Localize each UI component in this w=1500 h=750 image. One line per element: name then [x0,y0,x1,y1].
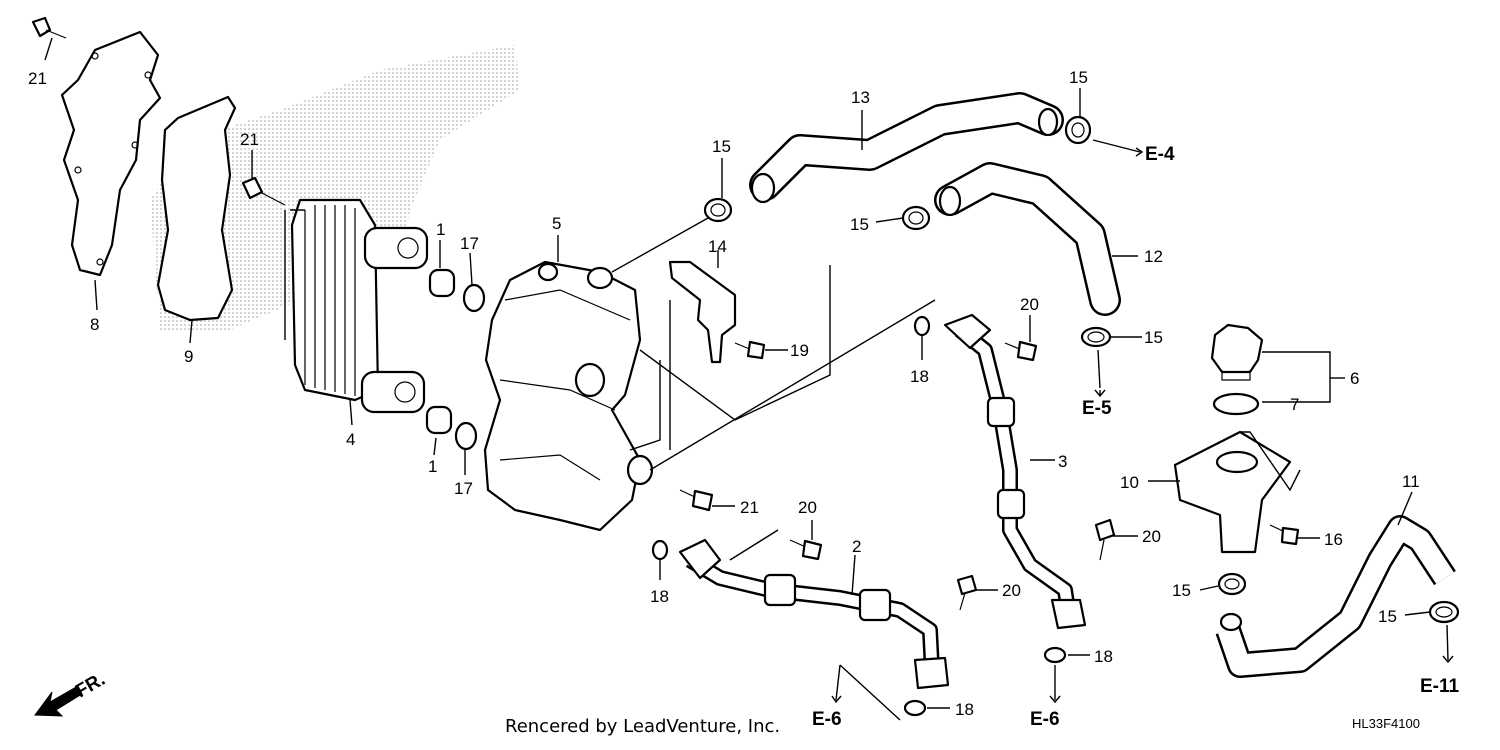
callout-21-b: 21 [240,130,259,149]
callout-12: 12 [1144,247,1163,266]
callout-17-a: 17 [460,234,479,253]
reference-arrows [831,147,1454,704]
ref-e6-right: E-6 [1030,709,1060,730]
bolt-21-cooler [241,176,286,206]
bolt-21-top [31,16,67,39]
sleeve-part-1-bottom [425,405,453,435]
bolt-20-a [1004,340,1038,362]
callout-15-b: 15 [1069,68,1088,87]
callout-15-c: 15 [850,215,869,234]
callout-14: 14 [708,237,727,256]
callout-6: 6 [1350,369,1359,388]
filler-cap-part-6 [1210,323,1264,381]
gasket-part [156,95,237,322]
callout-20-d: 20 [1142,527,1161,546]
pipe-part-3 [943,313,1087,630]
callout-20-c: 20 [1002,581,1021,600]
callout-21-c: 21 [740,498,759,517]
seal-17-top [462,283,486,313]
callout-10: 10 [1120,473,1139,492]
bolt-19 [734,340,766,360]
callout-15-a: 15 [712,137,731,156]
callout-9: 9 [184,347,193,366]
callout-18-b: 18 [650,587,669,606]
callout-7: 7 [1290,395,1299,414]
bolt-20-c [956,574,978,611]
callout-2: 2 [852,537,861,556]
oil-cooler-housing-part [483,260,654,532]
oil-cooler-part [290,198,429,414]
clamp-15-d [1080,326,1112,348]
callout-20-a: 20 [1020,295,1039,314]
section-references: E-4 E-5 E-11 E-6 E-6 [812,144,1460,730]
ref-e6-left: E-6 [812,709,842,730]
washer-18-d [903,699,927,717]
callout-15-e: 15 [1172,581,1191,600]
seal-part-7 [1212,392,1260,416]
diagram-code: HL33F4100 [1352,716,1420,731]
cover-plate-part [60,30,162,277]
front-direction-arrow: FR. [34,669,109,717]
callout-18-d: 18 [955,700,974,719]
bolt-20-d [1094,518,1116,561]
callout-13: 13 [851,88,870,107]
ref-e4: E-4 [1145,144,1175,165]
callout-15-f: 15 [1378,607,1397,626]
seal-17-bottom [454,421,478,451]
shading [150,45,520,330]
clamp-15-a [703,197,733,223]
callout-16: 16 [1324,530,1343,549]
callout-21-a: 21 [28,69,47,88]
clamp-15-e [1217,572,1247,596]
clamp-15-b [1064,115,1092,145]
callout-1-a: 1 [436,220,445,239]
sleeve-part-1-top [428,268,456,298]
callout-17-b: 17 [454,479,473,498]
bracket-part-14 [668,260,737,364]
bolt-16 [1269,524,1300,546]
callout-4: 4 [346,430,355,449]
callout-8: 8 [90,315,99,334]
bolt-20-b [789,539,823,561]
callout-18-c: 18 [1094,647,1113,666]
clamp-15-f [1428,600,1460,624]
ref-e11: E-11 [1420,676,1460,697]
ref-e5: E-5 [1082,398,1112,419]
callout-20-b: 20 [798,498,817,517]
callout-19: 19 [790,341,809,360]
callout-5: 5 [552,214,561,233]
washer-18-b [651,539,669,561]
bolt-21-lower [679,489,714,512]
callout-3: 3 [1058,452,1067,471]
callout-15-d: 15 [1144,328,1163,347]
credit-text: Rencered by LeadVenture, Inc. [505,716,780,737]
pipe-part-2 [678,538,950,690]
washer-18-a [913,315,931,337]
washer-18-c [1043,646,1067,664]
callout-18-a: 18 [910,367,929,386]
callout-11: 11 [1402,472,1420,491]
callout-labels: 21 8 9 21 4 1 17 1 17 5 15 13 15 15 12 1… [28,68,1420,719]
filler-neck-part-10 [1173,430,1292,554]
clamp-15-c [901,205,931,231]
leader-lines [44,37,1449,721]
callout-1-b: 1 [428,457,437,476]
